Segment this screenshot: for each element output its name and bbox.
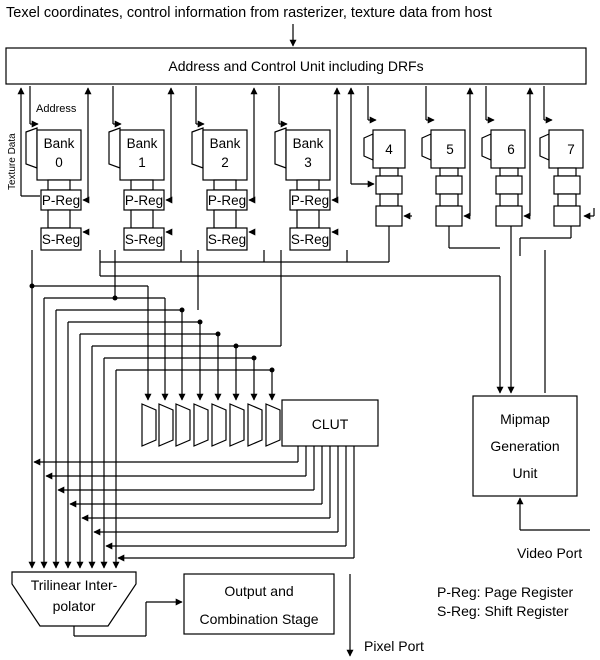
s-reg-0: S-Reg	[42, 232, 80, 247]
output-stage-label-1: Output and	[224, 583, 293, 599]
address-control-unit-label: Address and Control Unit including DRFs	[168, 58, 423, 74]
bank-0-number: 0	[55, 155, 63, 170]
bank-1: Bank 1 P-Reg S-Reg	[108, 86, 175, 251]
bank-1-label: Bank	[127, 136, 158, 151]
bank-1-number: 1	[138, 155, 146, 170]
bank-2: Bank 2 P-Reg S-Reg	[191, 86, 258, 251]
p-reg-1: P-Reg	[125, 193, 163, 208]
output-stage-label-2: Combination Stage	[199, 611, 318, 627]
small-bank-7-label: 7	[567, 142, 575, 157]
small-bank-7: 7	[539, 86, 595, 227]
video-port-label: Video Port	[517, 545, 582, 561]
s-reg-3: S-Reg	[291, 232, 329, 247]
s-reg-2: S-Reg	[208, 232, 246, 247]
trilinear-interpolator	[11, 571, 137, 627]
bank-3: Bank 3 P-Reg S-Reg	[274, 86, 341, 251]
texture-data-label: Texture Data	[7, 133, 18, 190]
mux-bank	[141, 403, 281, 447]
trilinear-label-1: Trilinear Inter-	[31, 577, 118, 593]
bank-3-number: 3	[304, 155, 312, 170]
small-bank-4: 4	[347, 86, 412, 227]
clut-label: CLUT	[312, 416, 349, 432]
clut-output-wires	[33, 446, 355, 562]
small-bank-4-label: 4	[385, 142, 393, 157]
clut-box	[281, 399, 379, 447]
data-bus	[28, 250, 282, 569]
bank-2-number: 2	[221, 155, 229, 170]
small-bank-6-label: 6	[507, 142, 515, 157]
bank-3-label: Bank	[293, 136, 324, 151]
mipmap-input-wires	[99, 226, 572, 394]
mipmap-label-2: Generation	[490, 438, 559, 454]
small-bank-5: 5	[421, 86, 474, 227]
bank-2-label: Bank	[210, 136, 241, 151]
mipmap-generation-unit	[472, 395, 578, 497]
mipmap-label-3: Unit	[513, 465, 538, 481]
s-reg-1: S-Reg	[125, 232, 163, 247]
small-bank-6: 6	[481, 86, 534, 227]
p-reg-2: P-Reg	[208, 193, 246, 208]
address-control-unit	[5, 47, 587, 85]
small-bank-5-label: 5	[446, 142, 454, 157]
address-label: Address	[36, 103, 77, 115]
legend-s-reg: S-Reg: Shift Register	[437, 603, 569, 619]
bank-0: Bank 0 P-Reg S-Reg	[25, 86, 92, 251]
header-text: Texel coordinates, control information f…	[6, 5, 492, 21]
p-reg-3: P-Reg	[291, 193, 329, 208]
mipmap-label-1: Mipmap	[500, 411, 550, 427]
output-combination-stage	[183, 573, 335, 635]
legend-p-reg: P-Reg: Page Register	[437, 584, 574, 600]
bank-0-label: Bank	[44, 136, 75, 151]
trilinear-label-2: polator	[53, 598, 96, 614]
p-reg-0: P-Reg	[42, 193, 80, 208]
pixel-port-label: Pixel Port	[364, 638, 424, 654]
